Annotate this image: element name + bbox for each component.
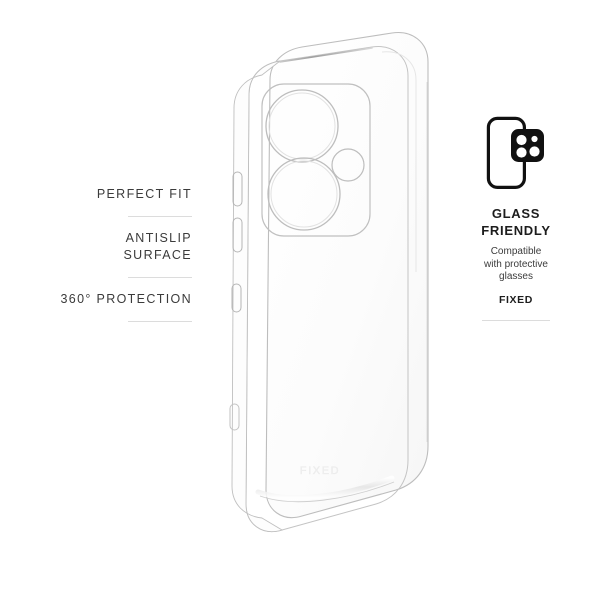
camera-flash-dot bbox=[531, 135, 538, 143]
camera-cutout-frame bbox=[261, 83, 371, 237]
volume-up-button-cutout bbox=[232, 171, 243, 207]
camera-module-shape bbox=[511, 129, 544, 162]
camera-lens-inner-top bbox=[268, 92, 336, 160]
badge-brand-label: FIXED bbox=[499, 293, 533, 306]
camera-lens-top-left bbox=[516, 134, 527, 146]
case-left-side-wall bbox=[231, 60, 284, 532]
case-emboss-brand: FIXED bbox=[300, 465, 340, 477]
badge-icon-svg bbox=[486, 116, 544, 190]
feature-item-perfect-fit: PERFECT FIT bbox=[0, 186, 196, 203]
feature-label: 360° PROTECTION bbox=[60, 292, 192, 306]
camera-cutout-module bbox=[261, 83, 371, 237]
camera-lens-bottom-right bbox=[529, 146, 540, 157]
badge-title: GLASS FRIENDLY bbox=[481, 206, 551, 238]
feature-item-antislip-surface: ANTISLIP SURFACE bbox=[0, 230, 196, 264]
feature-divider bbox=[128, 277, 192, 278]
volume-down-button-cutout bbox=[232, 217, 243, 253]
camera-lens-cutout-top bbox=[265, 89, 339, 163]
camera-lens-cutout-bottom bbox=[267, 157, 341, 231]
glass-friendly-badge: GLASS FRIENDLY Compatible with protectiv… bbox=[455, 116, 577, 321]
case-bottom-rim-line bbox=[259, 481, 395, 503]
side-button-cutouts bbox=[229, 171, 243, 431]
case-outer-shell bbox=[265, 32, 429, 518]
feature-list: PERFECT FIT ANTISLIP SURFACE 360° PROTEC… bbox=[0, 186, 196, 335]
badge-divider bbox=[482, 319, 550, 321]
camera-lens-bottom-left bbox=[516, 147, 527, 158]
feature-divider bbox=[128, 216, 192, 217]
product-phone-case: FIXED bbox=[196, 22, 464, 542]
case-reflection-upper bbox=[381, 51, 417, 272]
feature-divider bbox=[128, 321, 192, 322]
phone-case-illustration: FIXED bbox=[229, 32, 429, 532]
feature-item-360-protection: 360° PROTECTION bbox=[0, 291, 196, 308]
power-button-cutout bbox=[231, 283, 242, 313]
case-bottom-rim bbox=[255, 475, 395, 501]
feature-label: PERFECT FIT bbox=[96, 187, 192, 201]
camera-lens-cutout-small bbox=[331, 148, 365, 182]
case-top-edge-highlight bbox=[279, 47, 373, 63]
camera-lens-inner-bottom bbox=[270, 160, 338, 228]
feature-label: ANTISLIP SURFACE bbox=[123, 231, 192, 262]
badge-subtitle: Compatible with protective glasses bbox=[484, 246, 548, 282]
phone-camera-glass-icon bbox=[486, 116, 546, 190]
lower-button-cutout bbox=[229, 403, 240, 431]
